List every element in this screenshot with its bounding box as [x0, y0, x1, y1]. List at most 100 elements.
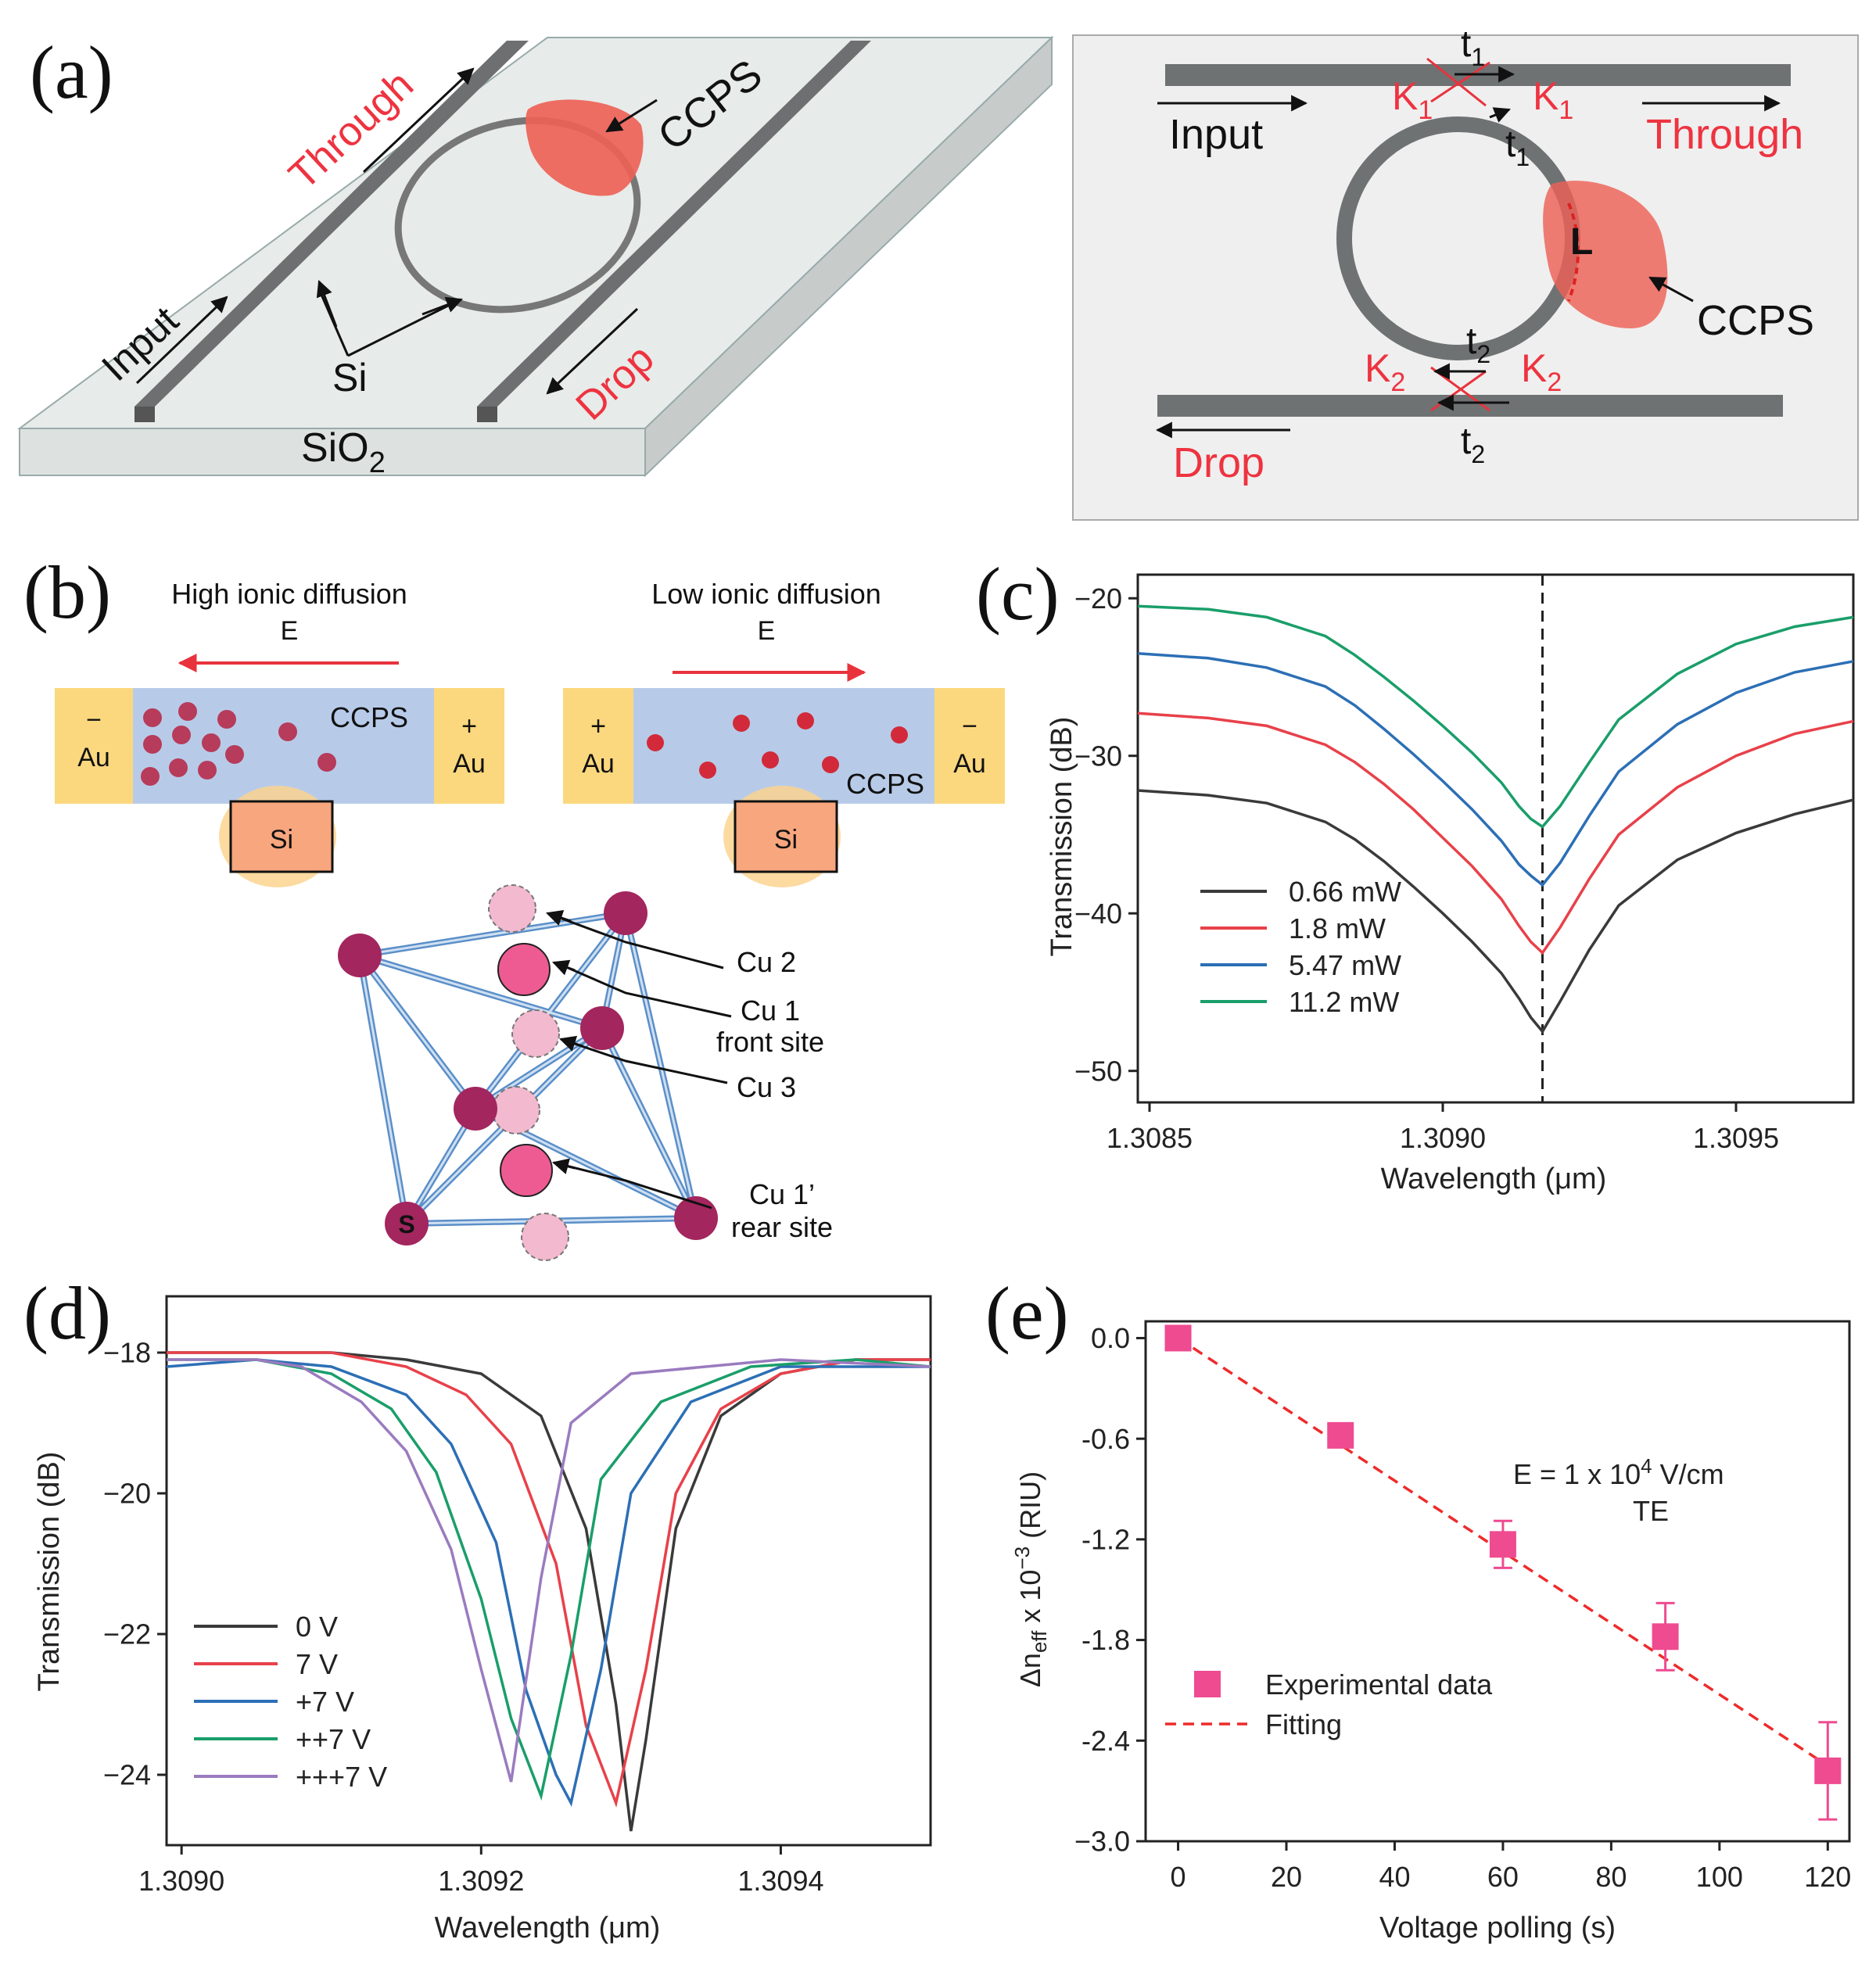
- cu1-front-site: [497, 943, 551, 996]
- ion: [278, 722, 297, 741]
- y-tick-label: −40: [1074, 898, 1122, 930]
- legend-label: Experimental data: [1265, 1668, 1493, 1701]
- x-axis-label: Wavelength (μm): [1381, 1163, 1607, 1195]
- cu1p-label: Cu 1’: [749, 1178, 815, 1210]
- au-label-left-pos: Au: [453, 749, 486, 779]
- pointer-head-cu3: [559, 1035, 583, 1052]
- plot-frame: [1144, 1320, 1851, 1843]
- x-axis-label: Voltage polling (s): [1379, 1912, 1616, 1944]
- panel-label-e: (e): [985, 1271, 1069, 1355]
- sio2-label: SiO2: [301, 425, 386, 479]
- substrate-side: [644, 35, 1053, 478]
- y-tick-label: -1.8: [1081, 1624, 1130, 1656]
- cu1p-rear-label: rear site: [731, 1211, 833, 1243]
- cu2-site: [488, 884, 536, 933]
- si-label-device-left: Si: [270, 825, 293, 855]
- cu3-label: Cu 3: [737, 1071, 796, 1103]
- ion: [202, 733, 221, 752]
- input-arrow: [135, 296, 228, 385]
- plot-frame: [1136, 573, 1855, 1104]
- k2-label-right: K2: [1521, 346, 1562, 397]
- y-tick-label: −20: [103, 1478, 151, 1510]
- copper-ions-left: [141, 702, 336, 786]
- s-atom: [338, 934, 382, 977]
- y-tick-label: −50: [1074, 1055, 1122, 1087]
- minus-sign-right: −: [962, 711, 977, 741]
- coupling-length-dash: [1567, 202, 1580, 302]
- cu1-label: Cu 1: [741, 995, 800, 1027]
- crystal-pointers: [551, 913, 732, 1210]
- y-tick-label: -0.6: [1081, 1423, 1130, 1455]
- t1-ring-arrow: [1489, 107, 1511, 123]
- x-tick-label: 1.3090: [1400, 1122, 1486, 1154]
- cu1-rear-site: [500, 1144, 553, 1197]
- ion: [699, 762, 716, 779]
- y-tick-label: -1.2: [1081, 1523, 1130, 1555]
- au-label-right-neg: Au: [953, 749, 986, 779]
- cu-extra-site: [492, 1086, 540, 1134]
- y-tick-label: 0.0: [1091, 1322, 1130, 1354]
- crystal-bonds-inner: [358, 912, 698, 1225]
- y-axis-label: Transmission (dB): [1046, 717, 1078, 957]
- ion: [891, 726, 908, 744]
- y-axis-label: Δneff x 10−3 (RIU): [1010, 1471, 1051, 1687]
- ion: [143, 735, 162, 754]
- cu2-label: Cu 2: [737, 946, 796, 978]
- si-arrow-2: [421, 296, 463, 316]
- x-axis-label: Wavelength (μm): [435, 1912, 661, 1944]
- pointer-head-cu1: [552, 959, 576, 976]
- ccps-label-device-right: CCPS: [846, 768, 924, 800]
- ccps-label-device-left: CCPS: [330, 701, 408, 733]
- s-atom: [604, 891, 647, 935]
- ion: [762, 751, 779, 769]
- ion: [178, 702, 197, 721]
- x-tick-label: 1.3095: [1693, 1122, 1779, 1154]
- data-point: [1814, 1757, 1842, 1784]
- ion: [172, 726, 191, 744]
- au-electrode-left-pos: [434, 688, 504, 804]
- s-atom: [580, 1006, 624, 1050]
- series-line: [167, 1351, 931, 1808]
- through-arrow: [362, 67, 475, 174]
- au-electrode-left-neg: [55, 688, 133, 804]
- legend-label: 7 V: [296, 1648, 338, 1680]
- s-atom-label: S: [398, 1210, 414, 1238]
- ccps-label-right: CCPS: [1697, 297, 1814, 344]
- y-tick-label: −30: [1074, 740, 1122, 772]
- y-tick-label: -2.4: [1081, 1725, 1130, 1757]
- t2-label-top: t2: [1466, 321, 1490, 368]
- fit-line: [1177, 1336, 1829, 1767]
- panel-a-right: L CCPS Input Through Drop t1 t1 t2 t2 K1…: [1072, 23, 1859, 521]
- cu1-front-label: front site: [716, 1026, 824, 1058]
- legend-label: Fitting: [1265, 1708, 1342, 1740]
- field-label-right: E: [758, 616, 776, 646]
- x-tick-label: 20: [1271, 1861, 1302, 1893]
- si-label-device-right: Si: [774, 825, 798, 855]
- ion: [141, 767, 160, 786]
- ion: [198, 761, 217, 780]
- ring-length-label: L: [1570, 221, 1593, 263]
- s-atom-labeled: [385, 1202, 429, 1245]
- series-line: [167, 1358, 931, 1801]
- ion: [169, 758, 188, 777]
- plot-frame: [165, 1295, 932, 1847]
- au-electrode-right-pos: [563, 688, 633, 804]
- t2-label-bottom: t2: [1461, 421, 1485, 468]
- x-tick-label: 1.3094: [737, 1865, 823, 1897]
- field-label-left: E: [281, 616, 299, 646]
- series-line: [1137, 711, 1854, 955]
- panel-b: (b) High ionic diffusion E − Au + Au CCP…: [23, 550, 1005, 1261]
- y-axis-label: Transmission (dB): [33, 1452, 66, 1692]
- au-label-right-pos: Au: [582, 749, 615, 779]
- t1-label-ring: t1: [1505, 124, 1530, 171]
- s-atom: [454, 1087, 497, 1131]
- legend-label: +7 V: [296, 1686, 354, 1718]
- x-tick-label: 80: [1595, 1861, 1627, 1893]
- ion: [797, 712, 814, 729]
- ion: [143, 708, 162, 727]
- legend-label: 5.47 mW: [1289, 949, 1401, 981]
- through-label-right: Through: [1646, 111, 1803, 158]
